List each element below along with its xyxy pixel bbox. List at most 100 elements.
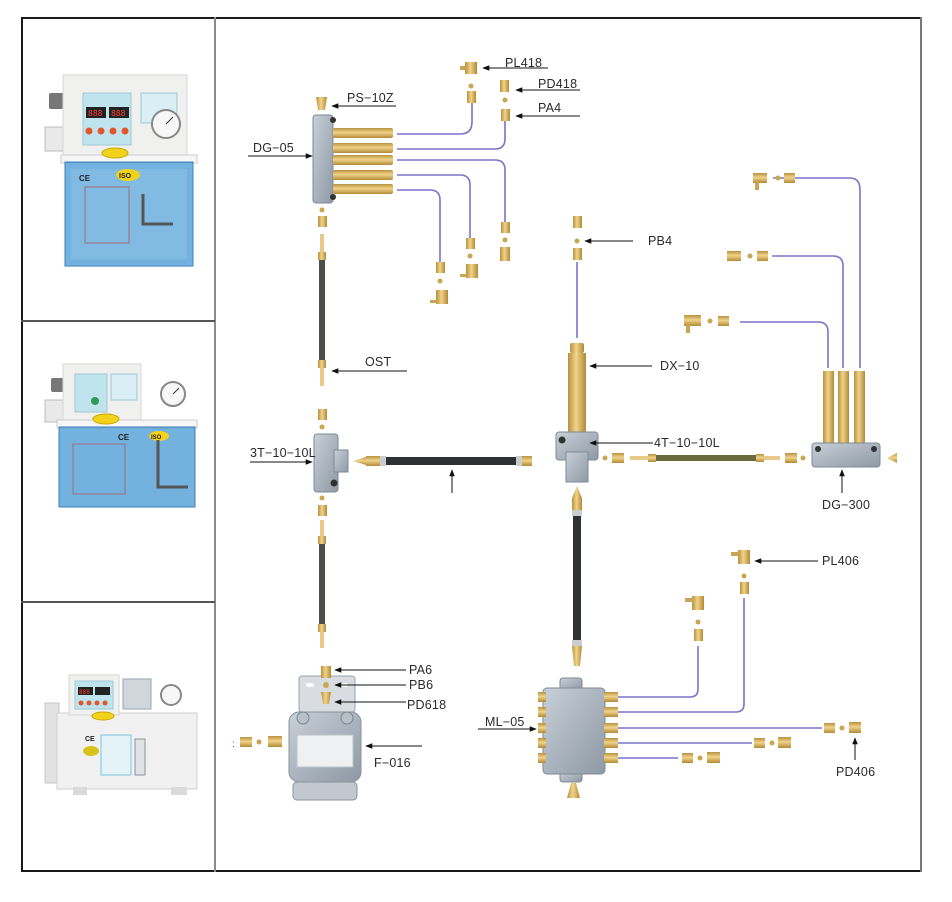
pump-2-fill-cap-icon: [92, 413, 120, 425]
ml05-b1-elbow-icon: [692, 596, 704, 610]
ml05-b1-nut-icon: [694, 629, 703, 641]
ml05-port-left: [538, 692, 546, 702]
dg300-b1-sleeve-icon: [775, 175, 781, 181]
pump-3-ce-badge: CE: [85, 736, 95, 743]
pump-1-display-text: 888: [88, 109, 103, 118]
pump-1-display-right: [109, 107, 129, 118]
pump-3-oil-level-window: [134, 738, 146, 776]
branch4-sleeve-icon: [467, 253, 473, 259]
ml05-plug-icon: [567, 783, 580, 798]
pump-1-iso-badge-bg: [116, 169, 140, 181]
filter-spec-label: [296, 734, 354, 768]
ml05-branch-fittings: [682, 550, 861, 763]
dg300-distributor: [811, 371, 881, 468]
pump-1-ce-badge: CE: [79, 174, 91, 183]
hose-nozzle: [572, 486, 582, 498]
ost-hose-lower: [318, 520, 326, 648]
hose-ferrule: [318, 624, 326, 632]
ml05-port-right: [604, 753, 618, 763]
ml05-b5-nut-icon: [682, 753, 693, 763]
pump-2-cable-gland-icon: [51, 378, 65, 392]
ml05-manifold: [538, 677, 618, 783]
pl418-elbow-icon: [465, 62, 477, 74]
pump-panel-3: 888 CE: [23, 603, 214, 871]
ml05-b1-sleeve-icon: [695, 619, 701, 625]
black-hose-horizontal: [353, 456, 532, 466]
dx10-cap: [570, 343, 584, 353]
dg300-port: [871, 446, 877, 452]
ml05-port-left: [538, 707, 546, 717]
hose-ferrule: [318, 536, 326, 544]
dg05-sleeve-icon: [319, 207, 325, 213]
hose-pin: [630, 456, 648, 460]
label-pa6: PA6: [409, 663, 433, 677]
hose-fitting: [572, 646, 582, 666]
tube-dg05-5: [397, 189, 441, 262]
column-divider: [214, 17, 216, 872]
pl418-fitting-group: [460, 62, 477, 103]
pump-1-illustration: 888 888 CE ISO: [44, 74, 198, 267]
tube-dg05-2: [397, 121, 506, 150]
ost-hose-upper: [318, 234, 326, 386]
label-pb4: PB4: [648, 234, 673, 248]
pa6-nut-icon: [321, 666, 331, 678]
dg05-nut-icon: [318, 216, 327, 227]
row-divider-1: [21, 320, 215, 322]
ml05-b4-nut-icon: [754, 738, 765, 748]
filter-inlet-nut-icon: [240, 737, 252, 747]
dg05-valve-2: [333, 143, 393, 153]
label-ps10z: PS−10Z: [347, 91, 394, 105]
black-hose-vertical: [572, 486, 582, 666]
pb6-sleeve-icon: [323, 682, 329, 688]
ml05-b5-sleeve-icon: [697, 755, 703, 761]
branch4-nut-icon: [466, 238, 475, 249]
dg05-valve-5: [333, 184, 393, 194]
dg05-branch-fittings: [430, 222, 510, 304]
label-pd418: PD418: [538, 77, 578, 91]
ost-hose-horizontal: [630, 454, 780, 462]
pl406-elbow-icon: [738, 550, 750, 564]
hose-braid: [319, 260, 325, 360]
pa4-sleeve-icon: [502, 97, 508, 103]
tube-dg300-1: [773, 177, 861, 368]
branch3-sleeve-icon: [502, 237, 508, 243]
pump-1-button: [97, 127, 105, 135]
pump-2-iso-badge-bg: [149, 431, 169, 441]
pump-2-warning-text-block: [72, 443, 126, 495]
tube-ml05-1: [618, 646, 699, 698]
dx10-body: [568, 353, 586, 433]
dg05-valve-3: [333, 155, 393, 165]
dg05-distributor: [312, 114, 393, 204]
dg300-b1-elbow-stub: [755, 182, 759, 190]
tube-dg300-3: [740, 321, 829, 368]
ps10z-plug-icon: [316, 97, 327, 110]
row-divider-2: [21, 601, 215, 603]
hose-crimp: [516, 456, 522, 466]
dg05-mount-hole: [330, 117, 336, 123]
pump-1-cable-gland-icon: [49, 93, 65, 109]
branch4-elbow-stub: [460, 274, 467, 277]
label-pd618: PD618: [407, 698, 447, 712]
dg300-port: [815, 446, 821, 452]
hose-pin: [764, 456, 780, 460]
label-dg05: DG−05: [253, 141, 294, 155]
pump-1-button: [85, 127, 93, 135]
hose-fitting: [522, 456, 532, 466]
pump-1-internal-pipe: [141, 194, 173, 226]
pump-3-button: [78, 700, 84, 706]
ml05-port-right: [604, 692, 618, 702]
dg300-b2-connector-icon: [727, 251, 741, 261]
ml05-port-right: [604, 707, 618, 717]
cross-4t-port: [558, 436, 566, 444]
pd406-sleeve-icon: [839, 725, 845, 731]
hose-crimp: [380, 456, 386, 466]
tube-dg300-2: [772, 255, 844, 368]
hose-crimp: [572, 640, 582, 646]
dg05-mount-hole: [330, 194, 336, 200]
dg300-branch-fittings: [684, 173, 795, 333]
branch3-connector-icon: [500, 247, 510, 261]
pump-3-fill-cap-icon: [91, 711, 115, 721]
tubing-group: [397, 103, 861, 759]
label-dx10: DX−10: [660, 359, 700, 373]
